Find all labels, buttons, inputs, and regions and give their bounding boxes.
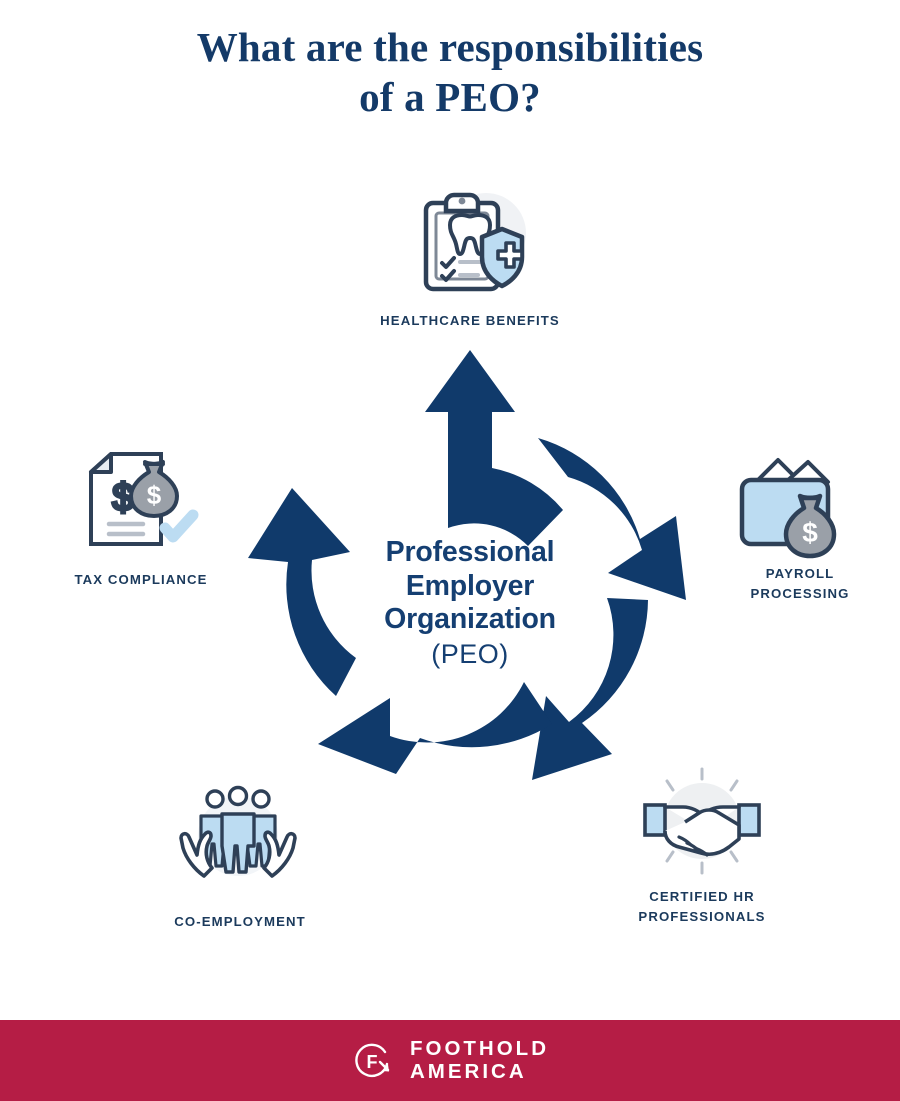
label-hr-line-1: CERTIFIED HR bbox=[649, 889, 755, 904]
label-hr-line-2: PROFESSIONALS bbox=[638, 909, 766, 925]
label-payroll-line-2: PROCESSING bbox=[750, 586, 850, 602]
foothold-circle-f-arrow-icon: F bbox=[355, 1043, 390, 1077]
peo-cycle-diagram: Professional Employer Organization (PEO) bbox=[74, 185, 888, 929]
arrow-to-hr bbox=[532, 598, 648, 780]
title-line-2: of a PEO? bbox=[359, 74, 541, 121]
hands-holding-people-icon bbox=[175, 780, 301, 892]
label-payroll-line-1: PAYROLL bbox=[765, 566, 835, 581]
brand-line-2: AMERICA bbox=[409, 1059, 527, 1083]
arrow-to-payroll bbox=[538, 438, 686, 600]
center-line-2: Employer bbox=[405, 569, 535, 602]
svg-text:$: $ bbox=[802, 517, 818, 548]
clipboard-tooth-shield-icon bbox=[410, 185, 530, 297]
svg-text:$: $ bbox=[147, 480, 162, 510]
svg-text:F: F bbox=[366, 1052, 377, 1072]
document-money-bag-check-icon: $ $ bbox=[83, 448, 207, 556]
foothold-america-logo[interactable]: F FOOTHOLD AMERICA bbox=[351, 1036, 549, 1084]
arrow-to-coemployment bbox=[318, 682, 552, 774]
arrow-to-healthcare bbox=[425, 350, 563, 546]
title-line-1: What are the responsibilities bbox=[196, 24, 704, 70]
label-co-employment: CO-EMPLOYMENT bbox=[174, 914, 306, 929]
center-line-3: Organization bbox=[384, 603, 556, 636]
brand-line-1: FOOTHOLD bbox=[409, 1036, 549, 1060]
footer-bar: F FOOTHOLD AMERICA bbox=[0, 1020, 900, 1101]
cycle-arrows bbox=[248, 350, 686, 780]
center-line-1: Professional bbox=[385, 536, 555, 568]
brand-wordmark: FOOTHOLD AMERICA bbox=[409, 1036, 549, 1084]
handshake-icon bbox=[637, 765, 767, 877]
page-title: What are the responsibilities of a PEO? bbox=[0, 22, 900, 122]
wallet-money-bag-icon: $ bbox=[732, 450, 862, 562]
arrow-to-tax bbox=[248, 488, 356, 696]
center-label: Professional Employer Organization (PEO) bbox=[350, 536, 590, 672]
label-payroll-processing: PAYROLL PROCESSING bbox=[712, 564, 888, 605]
label-healthcare-benefits: HEALTHCARE BENEFITS bbox=[380, 313, 560, 328]
label-tax-compliance: TAX COMPLIANCE bbox=[74, 572, 208, 587]
label-certified-hr-professionals: CERTIFIED HR PROFESSIONALS bbox=[612, 887, 792, 928]
center-abbrev: (PEO) bbox=[431, 638, 509, 669]
